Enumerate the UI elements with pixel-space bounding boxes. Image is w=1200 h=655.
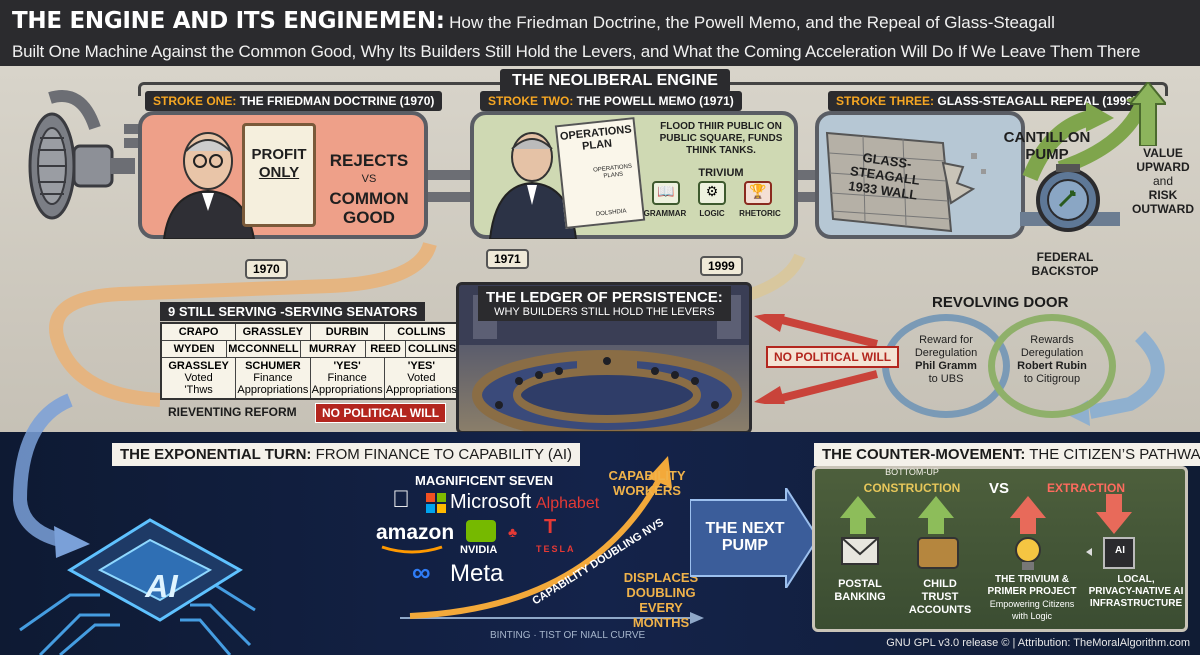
small-red-mark-icon: ♣ — [508, 524, 518, 540]
year-1999-pill: 1999 — [700, 256, 743, 276]
senators-row: CRAPO GRASSLEY DURBIN COLLINS — [162, 324, 458, 341]
broken-wall-icon — [825, 131, 986, 233]
microsoft-logo-text: Microsoft — [450, 491, 532, 513]
gramm-ubs-text: Reward for Deregulation Phil Gramm to UB… — [914, 334, 978, 385]
microsoft-logo-icon — [426, 493, 446, 513]
tesla-t-icon: T — [544, 516, 557, 538]
value-risk-text: VALUE UPWARD and RISK OUTWARD — [1132, 146, 1194, 216]
bottom-up-label: BOTTOM-UP — [885, 467, 939, 477]
no-political-will-badge: NO POLITICAL WILL — [315, 403, 447, 423]
pipe-segment — [795, 170, 821, 202]
federal-backstop-label: FEDERAL BACKSTOP — [1031, 250, 1099, 278]
powell-figure-icon — [488, 132, 578, 239]
stroke-one-label: STROKE ONE: THE FRIEDMAN DOCTRINE (1970) — [145, 91, 443, 111]
exponential-turn-label: THE EXPONENTIAL TURN: FROM FINANCE TO CA… — [112, 443, 581, 466]
amazon-logo-text: amazon — [376, 521, 455, 544]
displaces-label: DISPLACES DOUBLING EVERY MONTHS — [623, 570, 699, 630]
child-trust-accounts-item: CHILD TRUST ACCOUNTS — [908, 578, 972, 616]
trivium-primer-item: THE TRIVIUM & PRIMER PROJECT Empowering … — [987, 574, 1077, 621]
logic-label: LOGIC — [699, 209, 725, 218]
year-1971-pill: 1971 — [486, 249, 529, 269]
amazon-smile-icon — [381, 545, 443, 554]
grammar-label: GRAMMAR — [643, 209, 687, 218]
nvidia-eye-icon — [466, 520, 496, 542]
senators-table: CRAPO GRASSLEY DURBIN COLLINS WYDEN MCCO… — [160, 322, 460, 400]
next-pump-arrow-icon — [690, 488, 820, 588]
cantillon-pump-icon — [1020, 88, 1156, 232]
revolving-ring-right — [988, 314, 1116, 418]
tesla-logo-text: TESLA — [536, 544, 576, 554]
footer-attribution: GNU GPL v3.0 release © | Attribution: Th… — [886, 637, 1190, 649]
title-continuation: How the Friedman Doctrine, the Powell Me… — [449, 13, 1055, 32]
red-arrows-icon — [754, 314, 878, 404]
vs-label: VS — [988, 480, 1009, 497]
stroke-three-panel: GLASS- STEAGALL 1933 WALL CANTILLON PUMP — [815, 111, 1090, 239]
meta-infinity-icon: ∞ — [412, 557, 431, 587]
ai-chip-label: AI — [142, 568, 182, 604]
page-subtitle: Built One Machine Against the Common Goo… — [12, 42, 1141, 61]
construction-label: CONSTRUCTION — [863, 481, 961, 495]
rubin-citigroup-text: Rewards Deregulation Robert Rubin to Cit… — [1017, 334, 1087, 385]
senators-title: 9 STILL SERVING -SERVING SENATORS — [160, 302, 426, 321]
revolving-door-title: REVOLVING DOOR — [932, 294, 1069, 311]
trivium-heading: TRIVIUM — [698, 167, 744, 179]
curve-axis-caption: BINTING · TIST OF NIALL CURVE — [490, 630, 646, 641]
postal-banking-item: POSTAL BANKING — [834, 578, 886, 603]
header: THE ENGINE AND ITS ENGINEMEN: How the Fr… — [0, 0, 1200, 66]
pipe-segment — [124, 124, 142, 148]
flood-public-text: FLOOD THIIR PUBLIC ON PUBLIC SQUARE, FUN… — [659, 121, 783, 156]
capability-workers-label: CAPABILITY WORKERS — [608, 468, 686, 498]
local-ai-item: LOCAL, PRIVACY-NATIVE AI INFRASTRUCTURE — [1088, 574, 1184, 609]
rhetoric-icon: 🏆 — [744, 181, 772, 205]
meta-logo-text: Meta — [450, 560, 504, 587]
next-pump-label: THE NEXT PUMP — [705, 520, 785, 554]
ledger-title: THE LEDGER OF PERSISTENCE: WHY BUILDERS … — [478, 286, 731, 321]
neoliberal-engine-section: THE NEOLIBERAL ENGINE STROKE ONE: THE FR… — [0, 66, 1200, 434]
revolving-no-political-will: NO POLITICAL WILL — [766, 346, 900, 368]
profit-only-sign: PROFIT ONLY — [242, 123, 316, 227]
local-ai-chip-label: AI — [1115, 545, 1125, 556]
reform-label: RIEVENTING REFORM — [168, 405, 297, 419]
magnificent-seven-heading: MAGNIFICENT SEVEN — [415, 473, 553, 488]
stroke-two-panel: OPERATIONS PLAN OPERATIONS PLANS DOLSHDI… — [470, 111, 798, 239]
stroke-one-panel: PROFIT ONLY REJECTS VS COMMON GOOD — [138, 111, 428, 239]
cantillon-pump-label: CANTILLON PUMP — [1003, 129, 1091, 163]
engine-label: THE NEOLIBERAL ENGINE — [500, 69, 730, 93]
apple-logo-icon:  — [392, 486, 410, 514]
rhetoric-label: RHETORIC — [739, 209, 781, 218]
sign-only: ONLY — [258, 164, 300, 181]
title-line: THE ENGINE AND ITS ENGINEMEN: How the Fr… — [12, 4, 1188, 41]
alphabet-logo-text: Alphabet — [536, 495, 600, 512]
year-1970-pill: 1970 — [245, 259, 288, 279]
counter-movement-label: THE COUNTER-MOVEMENT: THE CITIZEN’S PATH… — [814, 443, 1200, 466]
logic-icon: ⚙ — [698, 181, 726, 205]
nvidia-logo-text: NVIDIA — [460, 544, 498, 556]
sign-profit: PROFIT — [251, 146, 307, 163]
value-upward-arrow-icon — [1130, 82, 1166, 146]
senators-row: WYDEN MCCONNELL MURRAY REED COLLINS — [162, 341, 458, 358]
turbine-icon — [28, 90, 135, 220]
rejects-common-good: REJECTS VS COMMON GOOD — [329, 151, 409, 227]
capability-curve — [400, 456, 704, 624]
counter-icons — [840, 494, 1135, 570]
grammar-icon: 📖 — [652, 181, 680, 205]
ai-chip-icon — [12, 393, 256, 655]
friedman-figure-icon — [162, 132, 256, 239]
stroke-two-label: STROKE TWO: THE POWELL MEMO (1971) — [480, 91, 742, 111]
page-title: THE ENGINE AND ITS ENGINEMEN: — [12, 8, 445, 34]
pipe-segment — [425, 170, 475, 202]
extraction-label: EXTRACTION — [1047, 481, 1125, 495]
